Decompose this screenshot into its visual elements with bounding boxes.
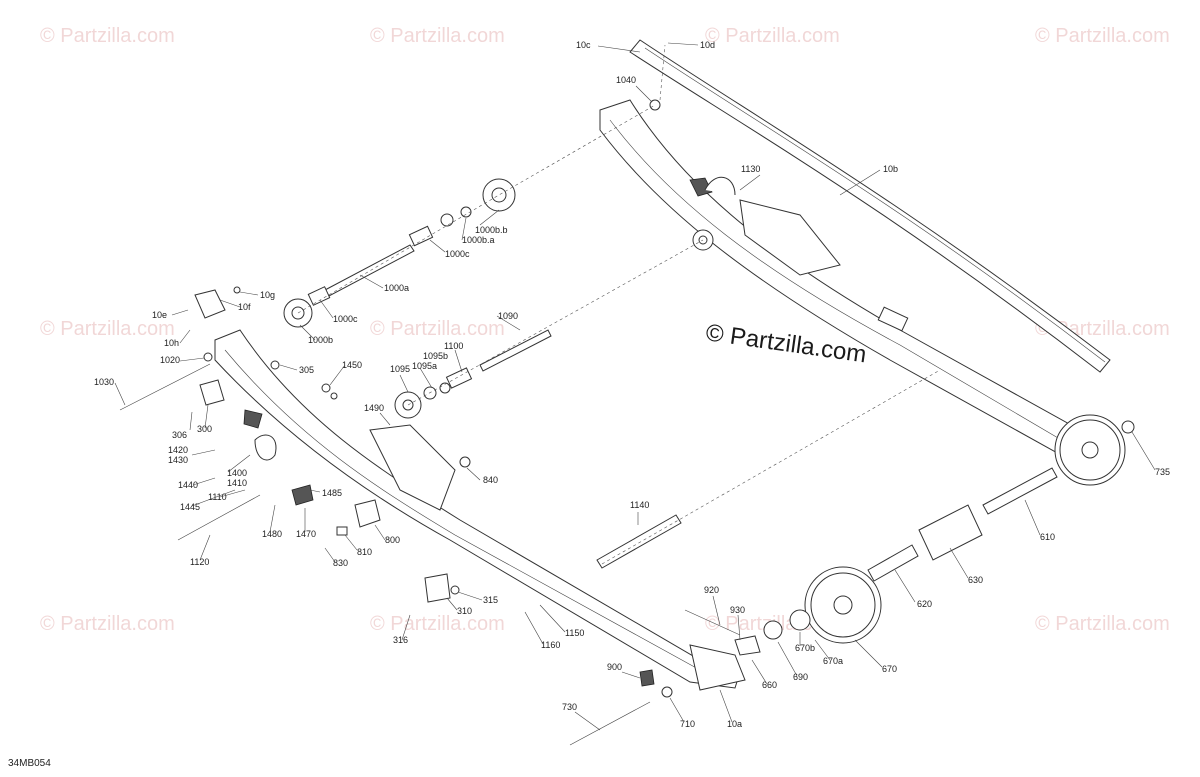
part-label: 10e [152,310,167,320]
part-label: 1095b [423,351,448,361]
part-label: 800 [385,535,400,545]
part-label: 690 [793,672,808,682]
part-label: 730 [562,702,577,712]
part-label: 1000c [333,314,358,324]
part-label: 1000c [445,249,470,259]
watermark: © Partzilla.com [370,25,505,47]
right-slide [629,39,1111,373]
part-label: 1470 [296,529,316,539]
drawing-code: 34MB054 [8,758,51,769]
part-label: 1130 [741,164,760,174]
part-label: 1040 [616,75,636,85]
part-label: 315 [483,595,498,605]
part-label: 10f [238,302,251,312]
part-label: 300 [197,424,212,434]
leader-lines [114,42,1156,731]
part-label: 1020 [160,355,180,365]
part-label: 310 [457,606,472,616]
part-label: 1030 [94,377,114,387]
small-parts [194,286,761,698]
part-label: 1440 [178,480,198,490]
part-label: 735 [1155,467,1170,477]
part-label: 10b [883,164,898,174]
part-label: 1400 [227,468,247,478]
part-label: 930 [730,605,745,615]
watermark: © Partzilla.com [705,25,840,47]
part-label: 1000b.b [475,225,508,235]
part-label: 306 [172,430,187,440]
part-label: 1100 [444,341,463,351]
part-label: 1140 [630,500,649,510]
watermark: © Partzilla.com [40,613,175,635]
part-label: 1160 [541,640,560,650]
part-label: 840 [483,475,498,485]
part-label: 10a [727,719,742,729]
part-label: 316 [393,635,408,645]
part-label: 670a [823,656,843,666]
part-label: 830 [333,558,348,568]
part-label: 1410 [227,478,247,488]
part-label: 1095 [390,364,410,374]
part-label: 1150 [565,628,584,638]
part-label: 1000a [384,283,409,293]
part-label: 670b [795,643,815,653]
part-label: 1000b [308,335,333,345]
part-label: 10c [576,40,591,50]
part-label: 610 [1040,532,1055,542]
part-label: 1485 [322,488,342,498]
left-rail [214,329,746,691]
part-label: 10d [700,40,715,50]
watermark: © Partzilla.com [40,318,175,340]
part-label: 1490 [364,403,384,413]
part-label: 900 [607,662,622,672]
part-label: 810 [357,547,372,557]
part-labels: 10c 10d 1040 1130 10b 1000b.b 1000b.a 10… [94,40,1170,729]
part-label: 1420 [168,445,188,455]
part-label: 305 [299,365,314,375]
part-label: 920 [704,585,719,595]
part-label: 1090 [498,311,518,321]
alignment-lines [297,44,941,565]
part-label: 660 [762,680,777,690]
right-rail [599,99,1081,461]
part-label: 1000b.a [462,235,495,245]
part-label: 10h [164,338,179,348]
shafts [119,206,1058,746]
part-label: 1480 [262,529,282,539]
watermark: © Partzilla.com [1035,25,1170,47]
watermark: © Partzilla.com [40,25,175,47]
part-label: 710 [680,719,695,729]
part-label: 1450 [342,360,362,370]
part-label: 620 [917,599,932,609]
part-label: 1095a [412,361,437,371]
watermark: © Partzilla.com [370,613,505,635]
watermark: © Partzilla.com [1035,613,1170,635]
part-label: 670 [882,664,897,674]
part-label: 630 [968,575,983,585]
part-label: 1430 [168,455,188,465]
part-label: 1120 [190,557,209,567]
part-label: 10g [260,290,275,300]
watermark: © Partzilla.com [370,318,505,340]
part-label: 1110 [208,492,227,502]
part-label: 1445 [180,502,200,512]
wheels [283,178,1135,644]
